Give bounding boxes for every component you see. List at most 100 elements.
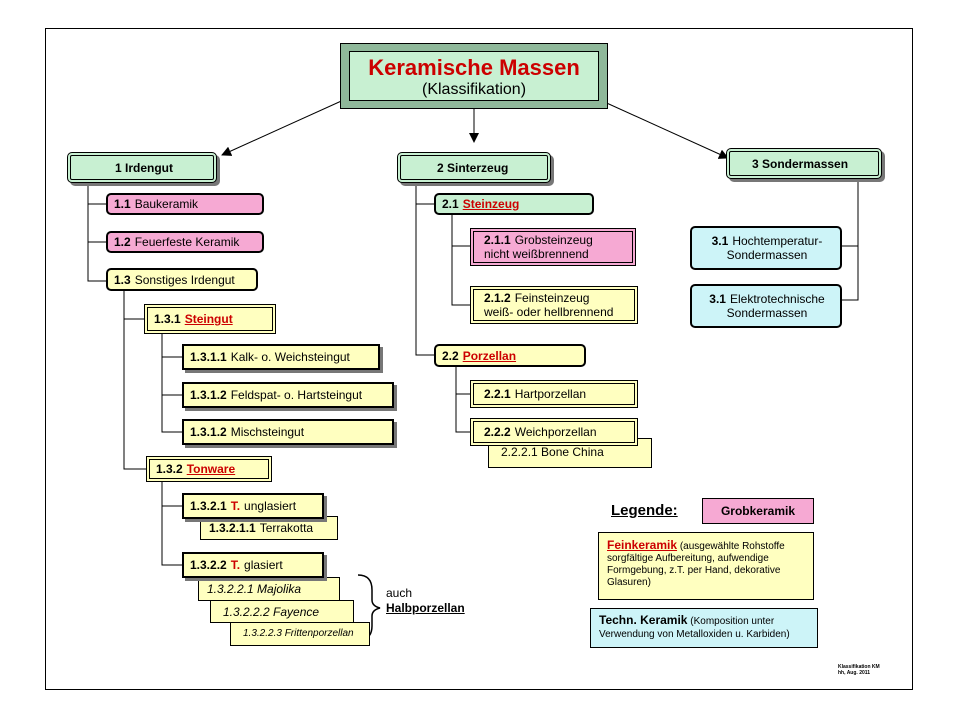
node-tonware: 1.3.2 Tonware <box>146 456 272 482</box>
legend-techn-text: (Komposition unter Verwendung von Metall… <box>599 616 790 640</box>
node-tonware-num: 1.3.2 <box>156 462 183 476</box>
title-main: Keramische Massen <box>368 55 580 80</box>
node-hochtemperatur-line2: Sondermassen <box>726 248 808 262</box>
node-terrakotta-num: 1.3.2.1.1 <box>209 521 256 535</box>
node-terrakotta: 1.3.2.1.1 Terrakotta <box>200 516 338 540</box>
legend-feinkeramik-text: (ausgewählte Rohstoffe sorgfältige Aufbe… <box>607 541 785 588</box>
legend-techn-keramik: Techn. Keramik (Komposition unter Verwen… <box>590 608 818 648</box>
node-sonstiges-num: 1.3 <box>114 272 131 287</box>
node-mischsteingut: 1.3.1.2 Mischsteingut <box>182 419 394 445</box>
node-weichporzellan-label: Weichporzellan <box>514 425 597 439</box>
node-grobsteinzeug-line2: nicht weißbrennend <box>484 247 589 261</box>
node-feuerfeste-num: 1.2 <box>114 235 131 249</box>
node-steinzeug-label: Steinzeug <box>462 197 520 211</box>
node-fayence: 1.3.2.2.2 Fayence <box>210 600 354 623</box>
node-irdengut: 1 Irdengut <box>67 152 217 183</box>
node-frittenporzellan: 1.3.2.2.3 Frittenporzellan <box>230 622 370 646</box>
legend-grobkeramik: Grobkeramik <box>702 498 814 524</box>
node-glasiert-t: T. <box>230 558 241 572</box>
legend-grobkeramik-label: Grobkeramik <box>720 504 796 518</box>
brace <box>357 574 381 641</box>
node-majolika-label: 1.3.2.2.1 Majolika <box>207 582 302 596</box>
node-glasiert-label: glasiert <box>244 558 283 572</box>
node-grobsteinzeug-text1: Grobsteinzeug <box>514 233 593 247</box>
auch-label: auch <box>386 586 413 600</box>
legend-feinkeramik: Feinkeramik (ausgewählte Rohstoffe sorgf… <box>598 532 814 600</box>
node-grobsteinzeug-num: 2.1.1 <box>484 233 511 247</box>
node-elektrotechnisch-line2: Sondermassen <box>726 306 808 320</box>
node-hochtemperatur-text1: Hochtemperatur- <box>732 234 823 248</box>
node-steingut-num: 1.3.1 <box>154 312 181 326</box>
node-feinsteinzeug-line2: weiß- oder hellbrennend <box>484 305 614 319</box>
node-hartporzellan-label: Hartporzellan <box>514 387 587 401</box>
title-sub: (Klassifikation) <box>421 81 527 98</box>
node-porzellan-label: Porzellan <box>462 348 517 363</box>
node-hochtemperatur-num: 3.1 <box>711 234 729 248</box>
node-elektrotechnisch-num: 3.1 <box>709 292 726 306</box>
node-feinsteinzeug-text1: Feinsteinzeug <box>514 291 590 305</box>
node-feuerfeste-keramik: 1.2 Feuerfeste Keramik <box>106 231 264 253</box>
node-majolika: 1.3.2.2.1 Majolika <box>198 577 340 601</box>
node-elektrotechnisch-text1: Elektrotechnische <box>729 292 825 306</box>
node-baukeramik-label: Baukeramik <box>134 197 199 211</box>
node-steinzeug: 2.1 Steinzeug <box>434 193 594 215</box>
node-frittenporzellan-label: 1.3.2.2.3 Frittenporzellan <box>243 628 354 639</box>
footer-line1: Klassifikation KM <box>838 664 880 670</box>
node-sonstiges-label: Sonstiges Irdengut <box>134 272 235 287</box>
node-weichporzellan-num: 2.2.2 <box>484 425 511 439</box>
node-glasiert-num: 1.3.2.2 <box>190 558 227 572</box>
node-weichporzellan: 2.2.2 Weichporzellan <box>470 418 638 446</box>
node-bone-china-label: 2.2.2.1 Bone China <box>501 445 604 459</box>
node-hartsteingut: 1.3.1.2 Feldspat- o. Hartsteingut <box>182 382 394 408</box>
node-kalksteingut: 1.3.1.1 Kalk- o. Weichsteingut <box>182 344 380 370</box>
node-kalksteingut-label: Kalk- o. Weichsteingut <box>230 350 350 364</box>
legend-feinkeramik-name: Feinkeramik <box>607 538 678 552</box>
node-unglasiert-t: T. <box>230 499 241 513</box>
node-sondermassen-label: 3 Sondermassen <box>752 156 849 171</box>
node-mischsteingut-label: Mischsteingut <box>230 425 305 439</box>
legend-title: Legende: <box>611 502 678 519</box>
node-feuerfeste-label: Feuerfeste Keramik <box>134 235 240 249</box>
node-steingut: 1.3.1 Steingut <box>144 304 276 334</box>
arrow-to-irdengut <box>221 97 349 156</box>
node-hartsteingut-num: 1.3.1.2 <box>190 388 227 402</box>
node-unglasiert-label: unglasiert <box>244 499 297 513</box>
node-baukeramik-num: 1.1 <box>114 197 131 211</box>
halbporzellan-label: Halbporzellan <box>386 601 465 615</box>
node-hartporzellan: 2.2.1 Hartporzellan <box>470 380 638 408</box>
node-unglasiert-num: 1.3.2.1 <box>190 499 227 513</box>
node-terrakotta-label: Terrakotta <box>259 521 314 535</box>
node-steinzeug-num: 2.1 <box>442 197 459 211</box>
node-porzellan: 2.2 Porzellan <box>434 344 586 367</box>
node-feinsteinzeug-num: 2.1.2 <box>484 291 511 305</box>
title-box: Keramische Massen (Klassifikation) <box>340 43 608 109</box>
node-hartporzellan-num: 2.2.1 <box>484 387 511 401</box>
node-tonware-label: Tonware <box>186 462 236 476</box>
node-mischsteingut-num: 1.3.1.2 <box>190 425 227 439</box>
node-kalksteingut-num: 1.3.1.1 <box>190 350 227 364</box>
node-sonstiges-irdengut: 1.3 Sonstiges Irdengut <box>106 268 258 291</box>
footer-line2: hh, Aug. 2011 <box>838 670 871 676</box>
footer-note: Klassifikation KM hh, Aug. 2011 <box>838 664 880 676</box>
node-steingut-label: Steingut <box>184 312 233 326</box>
arrow-to-sondermassen <box>599 99 729 159</box>
node-sondermassen: 3 Sondermassen <box>726 148 882 179</box>
node-baukeramik: 1.1 Baukeramik <box>106 193 264 215</box>
node-porzellan-num: 2.2 <box>442 348 459 363</box>
node-sinterzeug-label: 2 Sinterzeug <box>437 160 509 175</box>
node-unglasiert: 1.3.2.1 T. unglasiert <box>182 493 324 519</box>
node-glasiert: 1.3.2.2 T. glasiert <box>182 552 324 578</box>
node-hartsteingut-label: Feldspat- o. Hartsteingut <box>230 388 363 402</box>
node-sinterzeug: 2 Sinterzeug <box>397 152 551 183</box>
legend-techn-name: Techn. Keramik <box>599 613 688 627</box>
node-irdengut-label: 1 Irdengut <box>115 160 174 175</box>
node-fayence-label: 1.3.2.2.2 Fayence <box>223 604 320 619</box>
